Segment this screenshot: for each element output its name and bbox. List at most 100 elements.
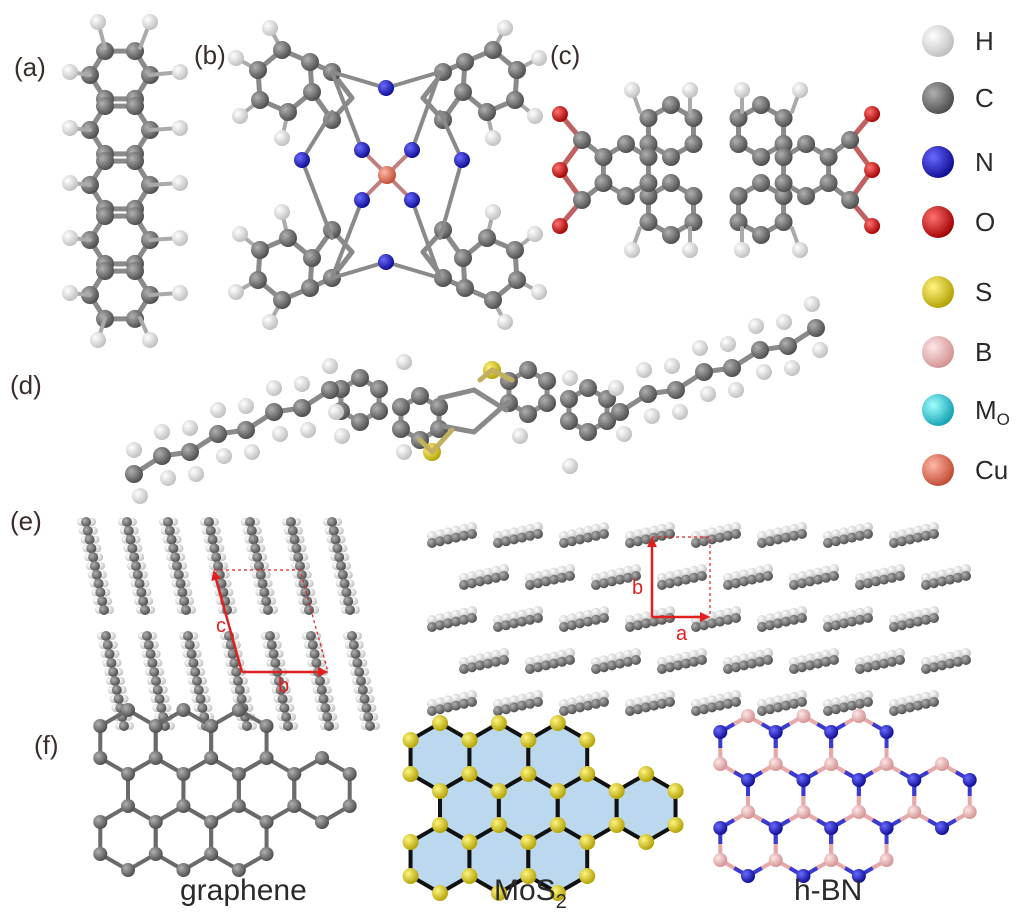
atom-c xyxy=(641,618,651,629)
atom-c xyxy=(443,618,453,629)
panel-label-a: (a) xyxy=(14,52,46,82)
atom-c xyxy=(557,656,567,667)
atom-c xyxy=(774,148,793,166)
atom-c xyxy=(126,97,144,116)
copper-phthalocyanine-molecule xyxy=(228,20,547,330)
atom-c xyxy=(841,131,860,149)
atom-c xyxy=(625,622,635,632)
packed-molecule xyxy=(559,690,609,716)
atom-c xyxy=(501,536,511,547)
atom-h xyxy=(757,699,767,709)
atom-c xyxy=(747,574,757,585)
atom-c xyxy=(359,694,370,704)
atom-c xyxy=(332,543,343,554)
atom-h xyxy=(781,693,791,704)
atom-c xyxy=(599,662,609,673)
atom-c xyxy=(572,191,591,209)
atom-c xyxy=(193,685,204,695)
atom-h xyxy=(681,567,691,578)
atom-h xyxy=(517,693,527,704)
atom-s xyxy=(549,783,566,799)
atom-c xyxy=(491,656,501,667)
atom-c xyxy=(96,207,114,226)
atom-c xyxy=(287,799,302,813)
atom-h xyxy=(691,531,701,541)
atom-h xyxy=(937,569,947,580)
atom-h xyxy=(829,648,839,658)
atom-h xyxy=(855,523,865,534)
atom-s xyxy=(549,715,566,731)
atom-h xyxy=(527,108,543,124)
atom-n xyxy=(354,192,370,208)
atom-c xyxy=(300,587,311,598)
atom-h xyxy=(459,691,469,702)
atom-c xyxy=(361,703,372,713)
atom-s xyxy=(608,783,625,799)
atom-s xyxy=(461,766,478,782)
atom-c xyxy=(265,631,275,641)
atom-c xyxy=(177,587,188,598)
atom-c xyxy=(789,614,799,625)
legend-label-mo: MO xyxy=(975,395,1010,429)
atom-c xyxy=(152,685,163,695)
atom-h xyxy=(657,691,667,702)
atom-c xyxy=(731,613,741,623)
packed-molecule xyxy=(723,648,773,674)
atom-c xyxy=(229,658,240,668)
atom-h xyxy=(664,358,680,374)
atom-c xyxy=(484,41,502,59)
atom-c xyxy=(125,465,143,483)
panel-label-f: (f) xyxy=(34,730,59,760)
atom-h xyxy=(720,336,736,352)
atom-c xyxy=(665,662,675,673)
atom-c xyxy=(93,847,108,861)
atom-c xyxy=(887,572,897,583)
atom-c xyxy=(143,640,154,650)
atom-h xyxy=(499,648,509,658)
atom-c xyxy=(525,614,535,625)
atom-c xyxy=(273,291,291,309)
atom-h xyxy=(525,607,535,618)
atom-s xyxy=(432,817,448,833)
atom-c xyxy=(829,655,839,665)
atom-c xyxy=(456,279,474,297)
atom-h xyxy=(623,649,633,660)
atom-h xyxy=(757,531,767,541)
atom-c xyxy=(306,631,316,641)
atom-s xyxy=(402,868,419,884)
atom-c xyxy=(929,578,939,589)
atom-s xyxy=(432,885,448,901)
atom-c xyxy=(315,676,325,686)
atom-c xyxy=(293,552,304,563)
atom-n xyxy=(768,821,783,835)
panel-label-b: (b) xyxy=(194,40,226,70)
atom-h xyxy=(567,613,577,624)
atom-h xyxy=(435,613,445,624)
atom-c xyxy=(797,662,807,673)
atom-c xyxy=(807,319,825,337)
atom-c xyxy=(320,703,331,713)
atom-h xyxy=(591,523,601,534)
atom-h xyxy=(451,525,461,536)
atom-h xyxy=(929,606,939,616)
atom-h xyxy=(829,564,839,574)
atom-h xyxy=(905,611,915,622)
lattice-vectors-left: c b xyxy=(211,569,329,697)
atom-c xyxy=(430,398,449,416)
atom-c xyxy=(111,685,122,695)
atom-h xyxy=(517,525,527,536)
atom-c xyxy=(699,536,709,547)
atom-h xyxy=(501,613,511,624)
atom-s xyxy=(402,766,419,782)
packed-molecule xyxy=(625,606,675,632)
atom-o xyxy=(922,206,954,238)
atom-c xyxy=(411,387,429,405)
atom-c xyxy=(557,572,567,583)
atom-h xyxy=(731,690,741,700)
atom-c xyxy=(328,525,339,536)
atom-c xyxy=(351,369,369,387)
atom-n xyxy=(824,725,839,739)
atom-c xyxy=(233,676,243,686)
packed-molecule xyxy=(889,690,939,716)
atom-h xyxy=(641,527,651,538)
